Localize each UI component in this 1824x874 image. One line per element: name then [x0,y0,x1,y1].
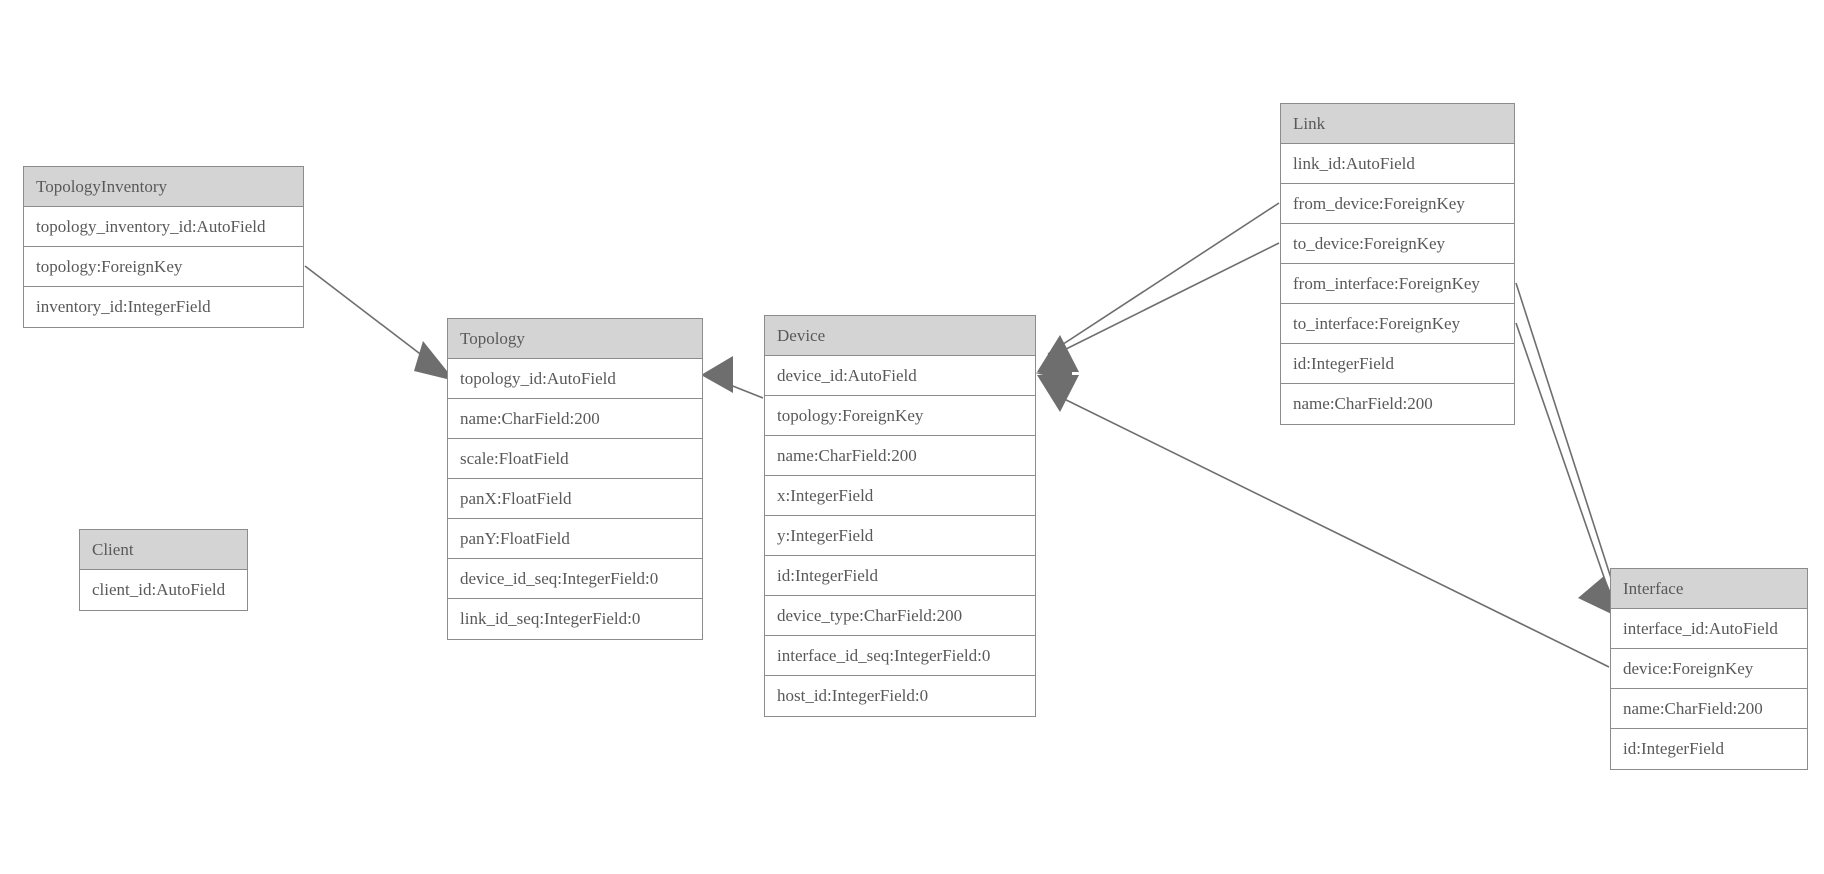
entity-field: device_id:AutoField [765,356,1035,396]
edge-link-fromdevice-to-device [1047,202,1280,355]
entity-field: name:CharField:200 [448,399,702,439]
entity-field: name:CharField:200 [1281,384,1514,424]
entity-field: topology:ForeignKey [765,396,1035,436]
entity-title: TopologyInventory [24,167,303,207]
entity-client[interactable]: Client client_id:AutoField [79,529,248,611]
edge-link-tointerface-to-interface [1515,322,1615,607]
entity-link[interactable]: Link link_id:AutoField from_device:Forei… [1280,103,1515,425]
entity-field: link_id:AutoField [1281,144,1514,184]
edge-device-to-topology [701,356,764,399]
edge-interface-to-device [1049,391,1610,668]
edge-link-todevice-to-device [1047,242,1280,359]
entity-field: panX:FloatField [448,479,702,519]
entity-field: inventory_id:IntegerField [24,287,303,327]
entity-title: Link [1281,104,1514,144]
entity-field: host_id:IntegerField:0 [765,676,1035,716]
entity-interface[interactable]: Interface interface_id:AutoField device:… [1610,568,1808,770]
entity-field: interface_id_seq:IntegerField:0 [765,636,1035,676]
entity-field: from_device:ForeignKey [1281,184,1514,224]
entity-field: device:ForeignKey [1611,649,1807,689]
entity-field: device_id_seq:IntegerField:0 [448,559,702,599]
entity-field: to_interface:ForeignKey [1281,304,1514,344]
entity-title: Interface [1611,569,1807,609]
edge-link-frominterface-to-interface [1515,282,1621,607]
entity-field: id:IntegerField [1611,729,1807,769]
entity-device[interactable]: Device device_id:AutoField topology:Fore… [764,315,1036,717]
entity-title: Client [80,530,247,570]
entity-topology-inventory[interactable]: TopologyInventory topology_inventory_id:… [23,166,304,328]
entity-title: Device [765,316,1035,356]
entity-title: Topology [448,319,702,359]
entity-field: y:IntegerField [765,516,1035,556]
entity-field: name:CharField:200 [765,436,1035,476]
entity-field: id:IntegerField [1281,344,1514,384]
entity-field: scale:FloatField [448,439,702,479]
entity-field: topology_inventory_id:AutoField [24,207,303,247]
entity-field: device_type:CharField:200 [765,596,1035,636]
entity-field: link_id_seq:IntegerField:0 [448,599,702,639]
arrowhead-device-cluster [1035,335,1079,412]
entity-field: topology:ForeignKey [24,247,303,287]
entity-field: client_id:AutoField [80,570,247,610]
entity-field: topology_id:AutoField [448,359,702,399]
entity-field: name:CharField:200 [1611,689,1807,729]
entity-field: panY:FloatField [448,519,702,559]
entity-topology[interactable]: Topology topology_id:AutoField name:Char… [447,318,703,640]
entity-field: x:IntegerField [765,476,1035,516]
entity-field: id:IntegerField [765,556,1035,596]
entity-field: to_device:ForeignKey [1281,224,1514,264]
edge-topologyinventory-to-topology [304,265,455,381]
entity-field: from_interface:ForeignKey [1281,264,1514,304]
entity-field: interface_id:AutoField [1611,609,1807,649]
